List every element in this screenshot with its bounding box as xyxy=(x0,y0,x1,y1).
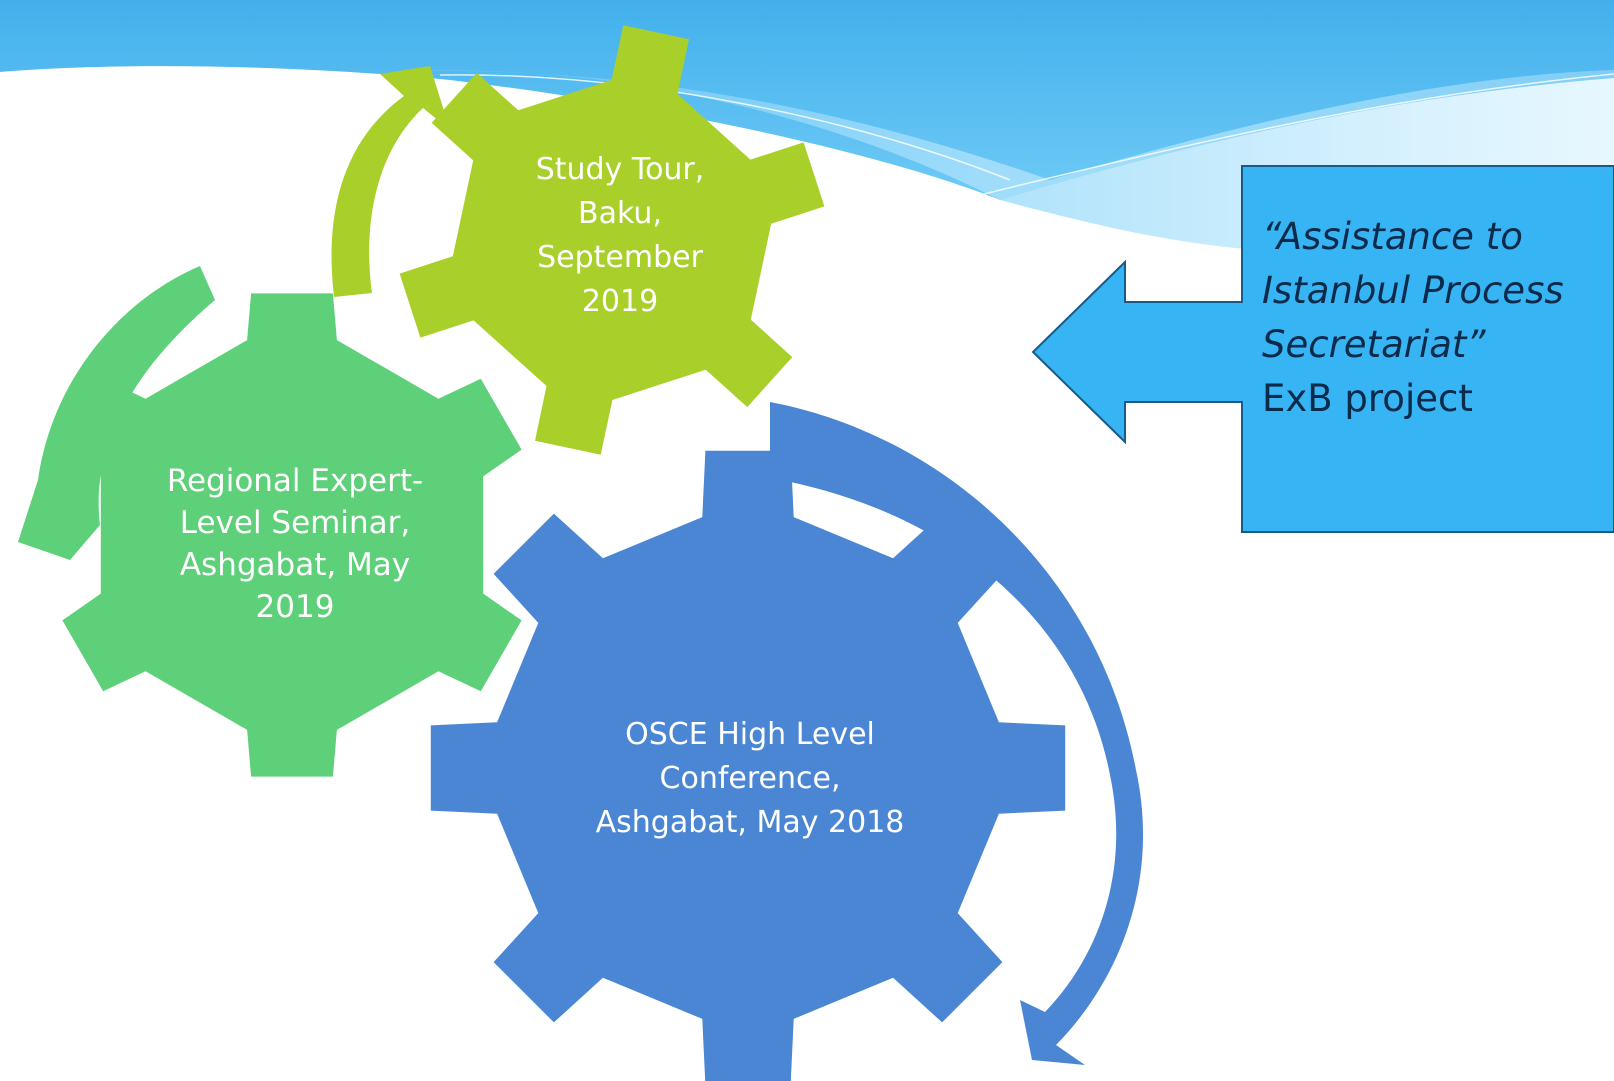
gear-label-line: Conference, xyxy=(659,761,841,796)
gear-label-seminar: Regional Expert- Level Seminar, Ashgabat… xyxy=(150,460,440,628)
callout-text: “Assistance to Istanbul Process Secretar… xyxy=(1262,210,1602,426)
callout-line: Secretariat” xyxy=(1262,323,1486,366)
callout-arrow-shape xyxy=(1031,165,1614,533)
gear-osce xyxy=(430,450,1066,1081)
gear-label-line: OSCE High Level xyxy=(625,717,875,752)
gear-study-tour xyxy=(399,25,825,455)
gear-seminar xyxy=(62,293,522,777)
gear-label-line: 2019 xyxy=(255,589,335,625)
gear-label-line: September xyxy=(537,240,703,275)
callout-line: ExB project xyxy=(1262,377,1473,420)
gear-label-line: Ashgabat, May 2018 xyxy=(595,805,905,840)
gear-label-line: Ashgabat, May xyxy=(179,547,411,583)
cycle-arrow-lime xyxy=(331,66,450,297)
gear-label-line: 2019 xyxy=(581,284,659,319)
callout-line: “Assistance to xyxy=(1262,215,1523,258)
gear-label-line: Level Seminar, xyxy=(179,505,411,541)
gear-label-line: Baku, xyxy=(578,196,662,231)
gear-label-osce: OSCE High Level Conference, Ashgabat, Ma… xyxy=(560,713,940,845)
gear-label-study-tour: Study Tour, Baku, September 2019 xyxy=(500,148,740,324)
gear-label-line: Regional Expert- xyxy=(166,463,424,499)
gear-label-line: Study Tour, xyxy=(535,152,705,187)
callout-line: Istanbul Process xyxy=(1262,269,1564,312)
